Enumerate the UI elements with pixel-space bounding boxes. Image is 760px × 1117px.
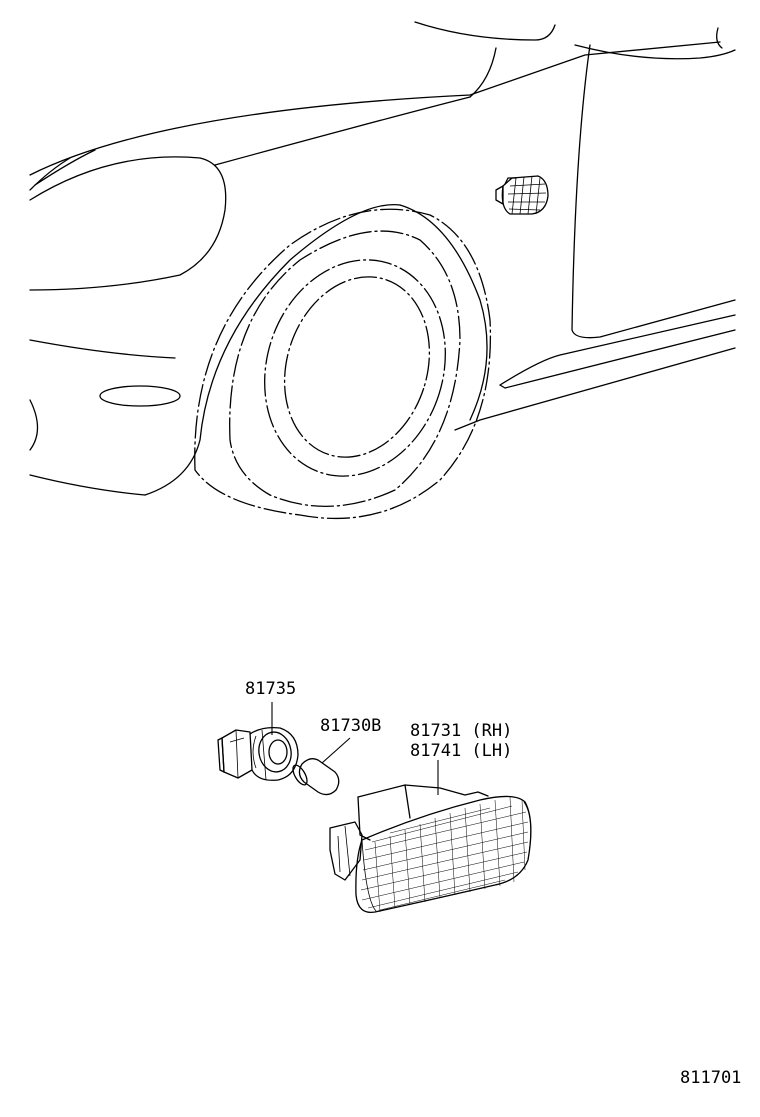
windshield-line bbox=[414, 21, 556, 41]
side-marker-lamp-part bbox=[329, 784, 532, 914]
callout-lamp-rh-label: 81731 (RH) bbox=[410, 721, 512, 741]
fog-lamp-outline bbox=[99, 385, 181, 407]
lower-valance-line bbox=[29, 474, 146, 496]
hood-seam-line bbox=[469, 47, 497, 98]
tire-outline bbox=[194, 208, 492, 520]
hood-crease-line bbox=[214, 96, 471, 166]
grille-line bbox=[29, 157, 71, 191]
socket-body bbox=[249, 726, 299, 781]
sill-line bbox=[454, 347, 736, 431]
wheel-rim-outline bbox=[264, 259, 446, 477]
bulb-leader-line bbox=[321, 737, 351, 764]
socket-part bbox=[217, 726, 299, 781]
car-body-illustration bbox=[29, 21, 736, 520]
headlamp-inner-line bbox=[34, 149, 96, 186]
diagram-code-label: 811701 bbox=[680, 1068, 741, 1088]
hood-edge-line bbox=[29, 41, 721, 176]
tire-inner-outline bbox=[229, 230, 461, 507]
roof-line bbox=[574, 44, 736, 60]
bumper-line bbox=[29, 339, 176, 359]
lens-grid-pattern bbox=[360, 796, 532, 913]
wheel-arch-outer bbox=[144, 203, 401, 496]
lamp-housing-top bbox=[357, 784, 489, 798]
callout-bulb-label: 81730B bbox=[320, 716, 381, 736]
headlamp-outline bbox=[29, 156, 227, 291]
lamp-lens bbox=[355, 795, 532, 914]
rocker-lower-line bbox=[499, 329, 736, 389]
wheel-inner-rim-outline bbox=[283, 276, 431, 458]
bulb-glass bbox=[298, 758, 340, 796]
wheel-arch-rear bbox=[399, 204, 488, 421]
door-seam-line bbox=[571, 44, 736, 339]
callout-lamp-lh-label: 81741 (LH) bbox=[410, 741, 512, 761]
bulb-part bbox=[292, 758, 340, 796]
rocker-upper-line bbox=[499, 314, 736, 386]
lamp-clip bbox=[329, 821, 363, 881]
fender-side-marker bbox=[495, 175, 549, 215]
bumper-corner-line bbox=[29, 399, 39, 451]
callout-socket-label: 81735 bbox=[245, 679, 296, 699]
pillar-line bbox=[716, 27, 723, 49]
